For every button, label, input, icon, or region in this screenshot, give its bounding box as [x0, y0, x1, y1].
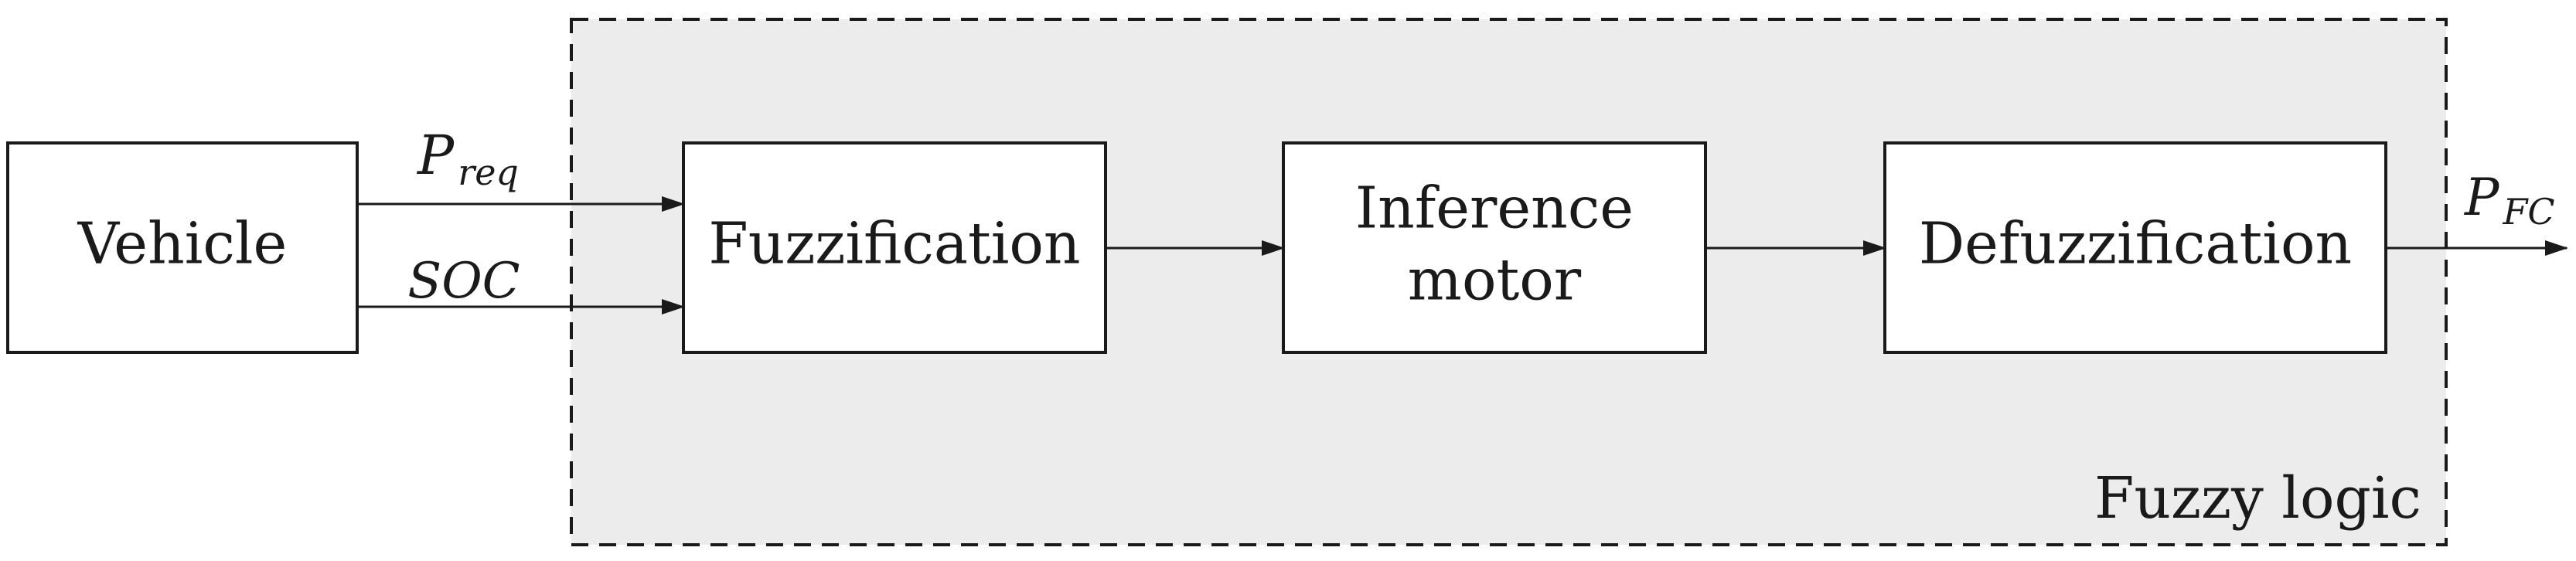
vehicle-block	[6, 141, 359, 354]
fuzzy-logic-label: Fuzzy logic	[2094, 465, 2421, 532]
inference-label-line2: motor	[1408, 246, 1582, 313]
p-req-subscript: req	[458, 151, 519, 193]
defuzzification-block	[1883, 141, 2387, 354]
p-fc-subscript: FC	[2503, 191, 2555, 233]
vehicle-label: Vehicle	[77, 210, 288, 277]
p-fc-base: P	[2464, 168, 2500, 227]
p-fc-label: P FC	[2464, 168, 2555, 233]
inference-label-line1: Inference	[1355, 175, 1634, 241]
p-req-label: P req	[416, 124, 519, 193]
soc-label: SOC	[407, 253, 520, 310]
fuzzification-label: Fuzzification	[708, 210, 1080, 277]
p-req-base: P	[416, 124, 455, 187]
defuzzification-label: Defuzzification	[1919, 210, 2352, 277]
inference-motor-block	[1282, 141, 1707, 354]
